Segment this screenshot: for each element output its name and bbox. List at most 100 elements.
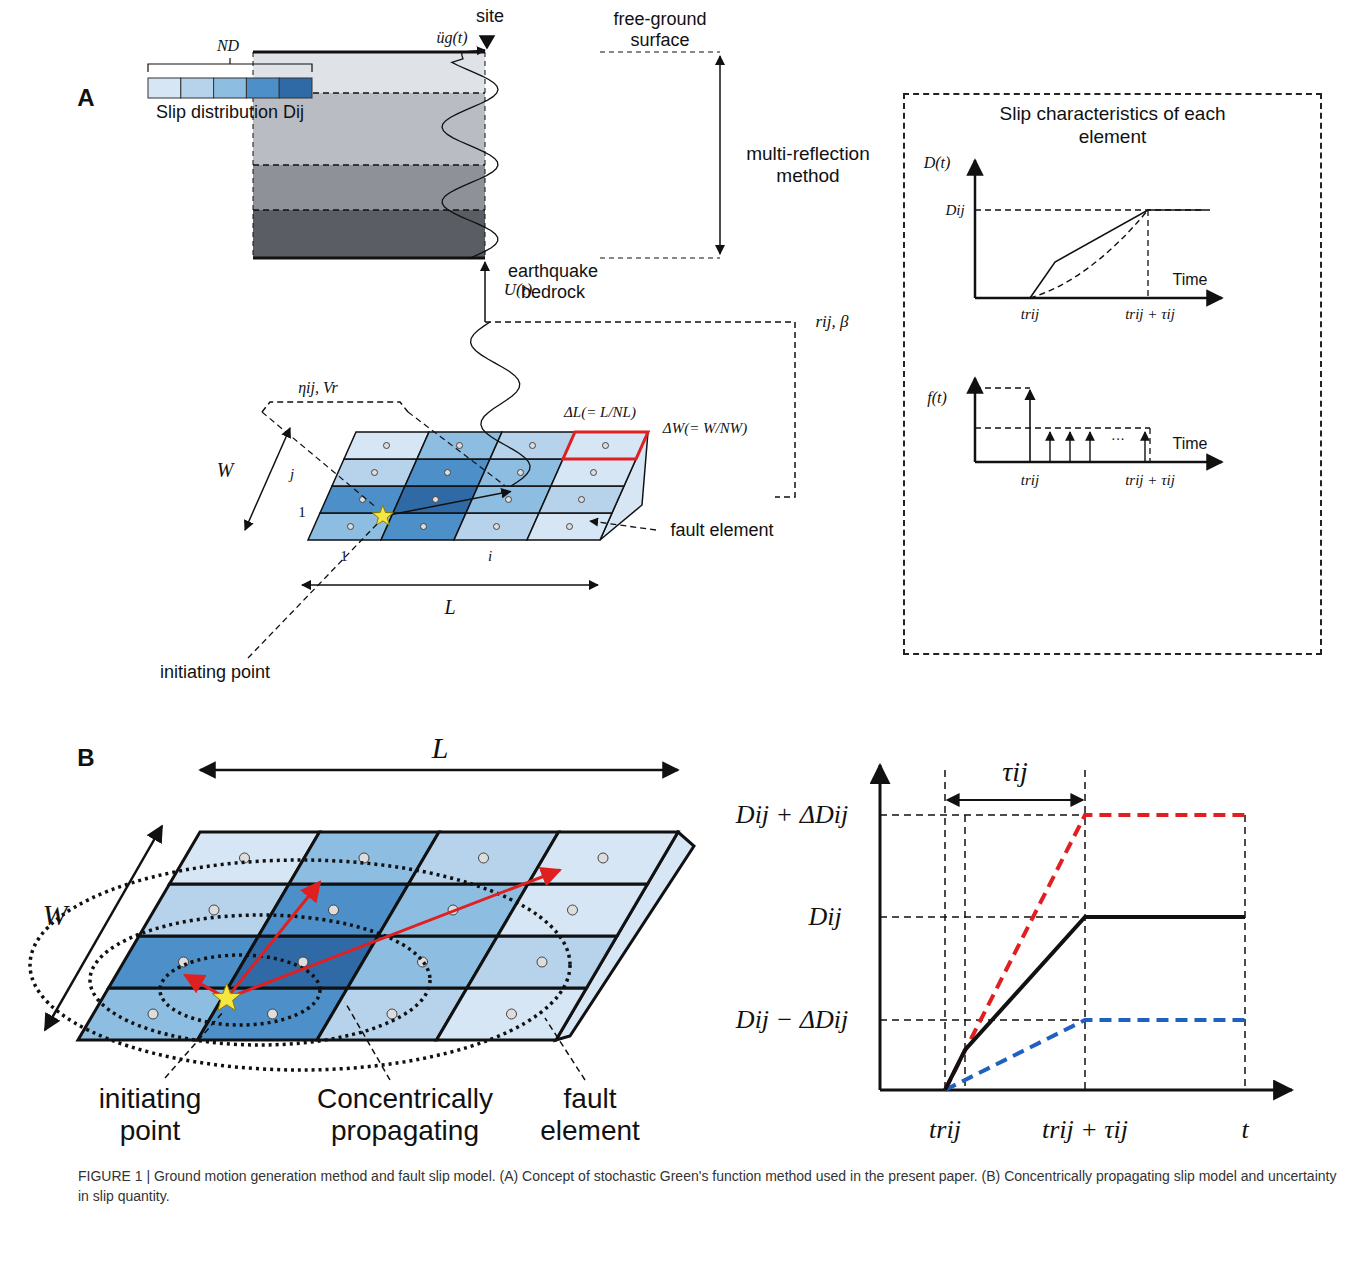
element-point [348,524,354,530]
duration-arrow [947,799,1083,801]
highlight-element [563,432,648,459]
fault-element [490,432,575,459]
bracket [148,64,312,72]
fault-element [332,459,417,486]
slip-curve [1030,210,1148,298]
math-label: rij, β [815,312,848,332]
element-point [568,905,578,915]
guide [880,916,1085,918]
math-label: L [432,731,449,765]
layer-boundary [253,164,485,166]
index-label: 1 [340,548,348,565]
guide [1244,815,1246,1090]
math-label: U(t) [504,280,532,300]
fault-element [551,459,636,486]
dim-guide [600,258,720,259]
guide [975,387,1030,388]
leader [248,524,377,658]
axis [975,461,1222,464]
element-point [506,497,512,503]
panel-letter: B [77,744,94,772]
element-point [507,1009,517,1019]
fault-element [466,486,551,513]
element-point [329,905,339,915]
note: fault element [515,1083,665,1147]
math-label: W [217,459,234,482]
guide [944,770,946,1090]
axis-label: f(t) [927,389,947,407]
width-arrow [245,428,290,530]
rupture-front [30,860,570,1070]
element-point [479,853,489,863]
fault-element [320,486,405,513]
element-point [387,1009,397,1019]
note: initiating point [65,1083,235,1147]
wave-path [471,322,530,486]
index-label: i [488,548,492,565]
initiating-star [372,505,393,525]
note: multi-reflection method [733,143,883,187]
legend-title: Slip distribution Dij [156,102,304,123]
rupture-bracket [262,402,408,412]
guide [880,814,1085,816]
upper-slip [945,815,1245,1090]
element-point [359,853,369,863]
fault-element [454,513,539,540]
element-point [537,957,547,967]
impulse [1029,390,1031,462]
axis [974,160,977,298]
axis-label: trij + τij [1042,1115,1128,1145]
panel-letter: A [77,84,94,112]
element-point [518,470,524,476]
axis-label: trij [1021,306,1039,323]
fault-element [498,884,648,936]
guide [1147,210,1148,298]
mean-slip [945,917,1245,1090]
dimension-arrow [719,56,721,254]
ellipsis: ··· [1111,432,1125,448]
axis-label: trij + τij [1125,306,1175,323]
distance-bracket [485,322,795,497]
axis-label: Time [1173,271,1208,289]
panel-heading: Slip characteristics of each element [993,103,1233,149]
site-label: site [476,6,504,27]
fault-element [344,432,429,459]
math-label: ηij, Vr [298,379,338,397]
rupture-arrow [383,491,511,516]
length-arrow [200,769,678,772]
guide [1149,428,1150,462]
impulse [1089,432,1090,462]
element-point [148,1009,158,1019]
axis [975,297,1222,300]
initiating-star [212,983,241,1010]
axis [879,765,882,1090]
impulse [1144,432,1145,462]
note: fault element [670,520,773,541]
slip-scale [148,78,181,98]
element-point [603,443,609,449]
axis-label: trij [1021,472,1039,489]
axis-label: trij [929,1115,961,1145]
element-point [579,497,585,503]
guide [975,427,1150,428]
axis-label: Dij [808,902,841,932]
axis-label: Time [1173,435,1208,453]
dashed-panel: Slip characteristics of each element [903,93,1322,655]
fault-element [467,936,617,988]
soil-layer [253,210,485,258]
site-symbol [480,36,494,48]
axis-label: D(t) [924,154,951,172]
element-point [384,443,390,449]
length-arrow [302,584,598,586]
leader [165,1012,223,1078]
element-point [421,524,427,530]
axis [974,378,977,462]
rupture-bracket [262,412,375,506]
element-point [209,905,219,915]
fault-element [405,459,490,486]
axis [880,1089,1292,1092]
axis-label: Dij − ΔDij [736,1005,848,1035]
axis-label: trij + τij [1125,472,1175,489]
bedrock-surface [253,257,485,260]
math-label: L [444,596,455,619]
